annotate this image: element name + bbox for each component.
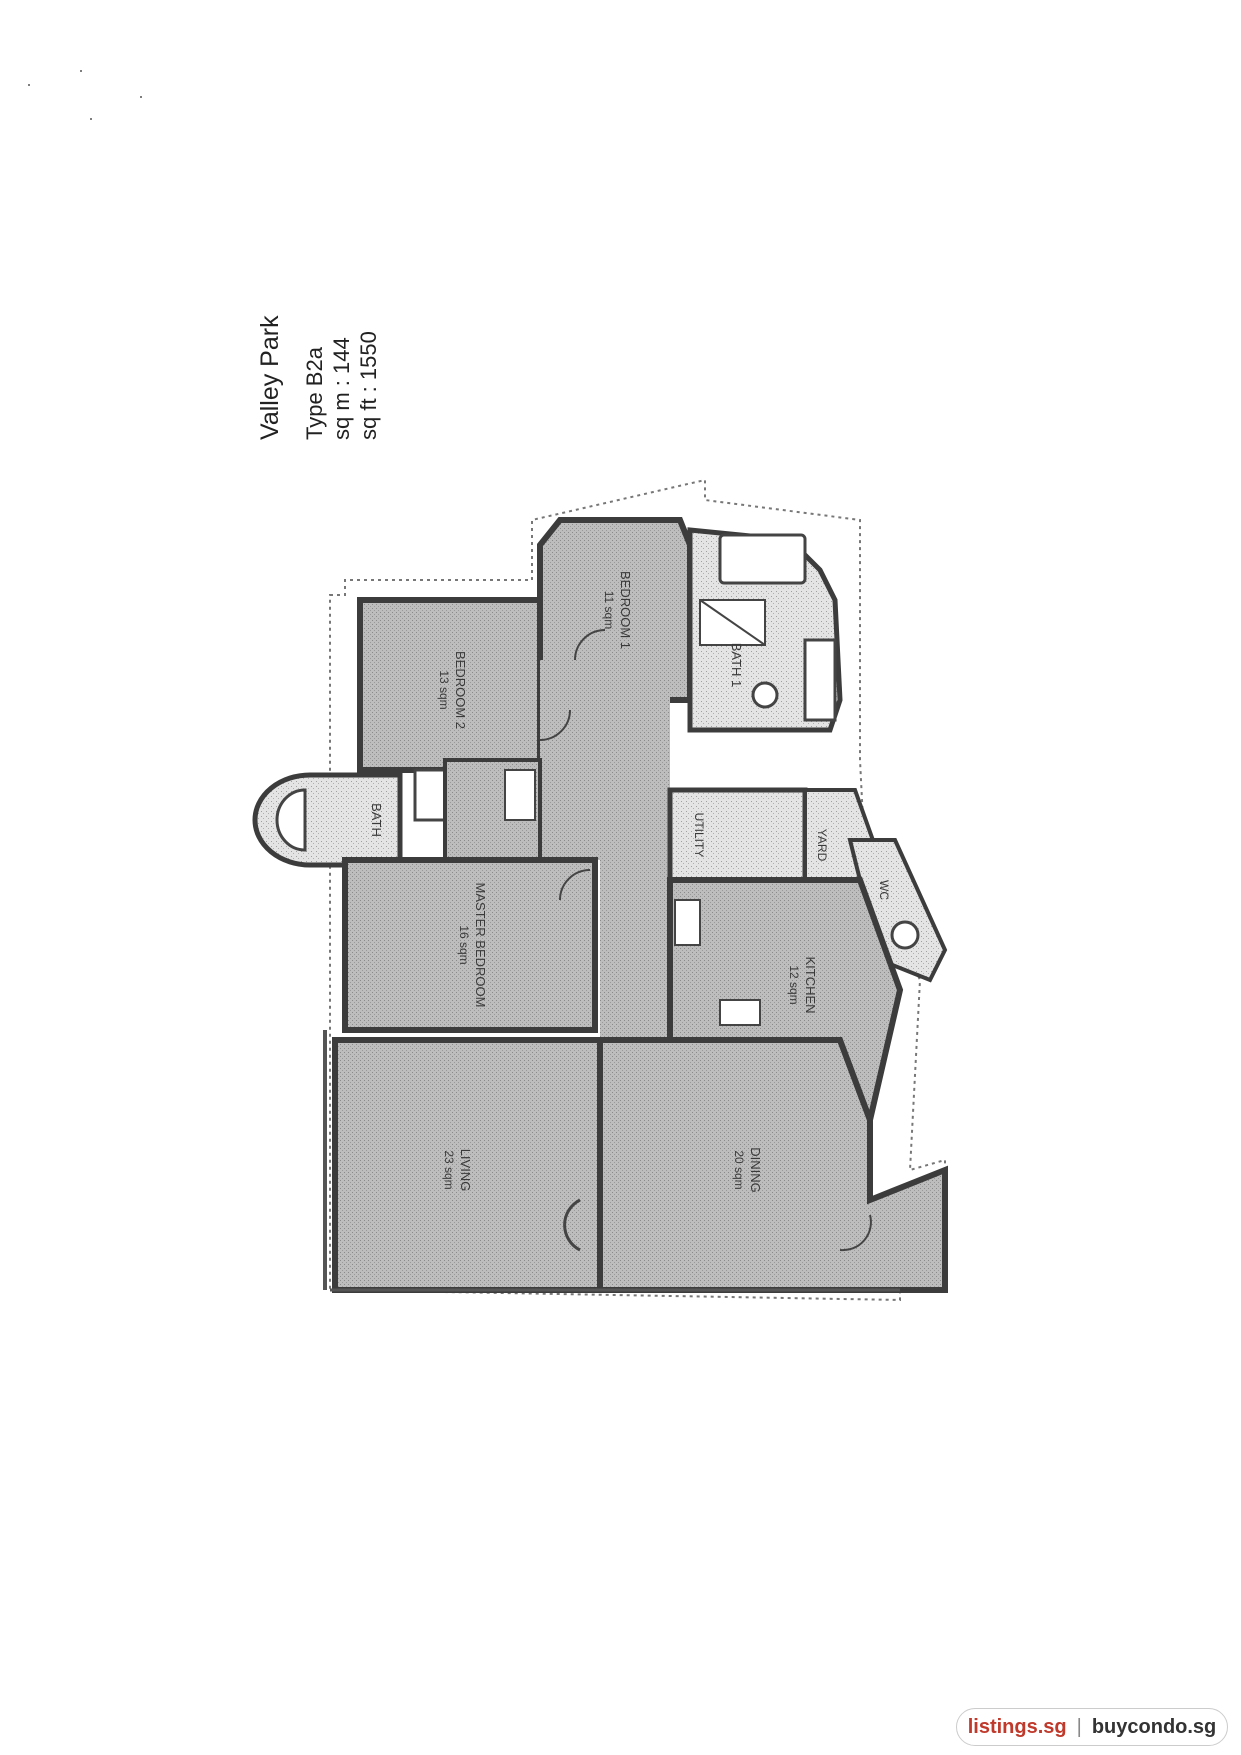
svg-text:YARD: YARD	[815, 829, 829, 862]
label-bath: BATH	[369, 803, 384, 837]
label-utility: UTILITY	[692, 813, 706, 858]
svg-text:BATH 1: BATH 1	[729, 643, 744, 688]
label-bedroom-1: BEDROOM 1 11 sqm	[602, 571, 633, 649]
label-living: LIVING 23 sqm	[442, 1149, 473, 1192]
svg-text:WC: WC	[877, 880, 891, 900]
room-living	[332, 1037, 603, 1293]
watermark-separator: |	[1076, 1715, 1082, 1738]
stove-icon	[674, 899, 701, 946]
bathtub-icon	[718, 533, 807, 585]
label-kitchen: KITCHEN 12 sqm	[787, 956, 818, 1013]
svg-text:12 sqm: 12 sqm	[787, 965, 801, 1004]
scan-speck	[28, 84, 30, 86]
room-kitchen	[667, 877, 904, 1131]
svg-text:DINING: DINING	[748, 1147, 763, 1193]
label-master-bedroom: MASTER BEDROOM 16 sqm	[457, 883, 488, 1008]
sink-icon	[719, 999, 761, 1026]
svg-text:20 sqm: 20 sqm	[732, 1150, 746, 1189]
room-master-bedroom	[342, 857, 598, 1033]
scan-speck	[140, 96, 142, 98]
svg-text:UTILITY: UTILITY	[692, 813, 706, 858]
watermark-listings[interactable]: listings.sg	[967, 1715, 1067, 1738]
label-bedroom-2: BEDROOM 2 13 sqm	[437, 651, 468, 729]
svg-text:KITCHEN: KITCHEN	[803, 956, 818, 1013]
room-utility	[667, 787, 808, 883]
site-watermark[interactable]: listings.sg | buycondo.sg	[956, 1708, 1228, 1746]
svg-text:BEDROOM 1: BEDROOM 1	[618, 571, 633, 649]
svg-text:11 sqm: 11 sqm	[602, 591, 616, 629]
scan-speck	[80, 70, 82, 72]
svg-text:16 sqm: 16 sqm	[457, 925, 471, 964]
svg-text:MASTER BEDROOM: MASTER BEDROOM	[473, 883, 488, 1008]
toilet-icon	[751, 681, 779, 709]
label-wc: WC	[877, 880, 891, 900]
label-bath-1: BATH 1	[729, 643, 744, 688]
svg-text:BATH: BATH	[369, 803, 384, 837]
label-yard: YARD	[815, 829, 829, 862]
room-corridor	[540, 660, 670, 1040]
vanity-icon	[803, 638, 837, 722]
scan-speck	[90, 118, 92, 120]
svg-text:23 sqm: 23 sqm	[442, 1150, 456, 1189]
basin-icon	[413, 768, 447, 822]
watermark-buycondo[interactable]: buycondo.sg	[1091, 1715, 1217, 1738]
outer-outline	[329, 478, 946, 1302]
svg-text:13 sqm: 13 sqm	[437, 670, 451, 709]
round-bathtub-icon	[275, 788, 307, 852]
wc-toilet-icon	[890, 920, 920, 950]
room-dining	[597, 1037, 948, 1293]
label-dining: DINING 20 sqm	[732, 1147, 763, 1193]
svg-text:BEDROOM 2: BEDROOM 2	[453, 651, 468, 729]
svg-text:LIVING: LIVING	[458, 1149, 473, 1192]
